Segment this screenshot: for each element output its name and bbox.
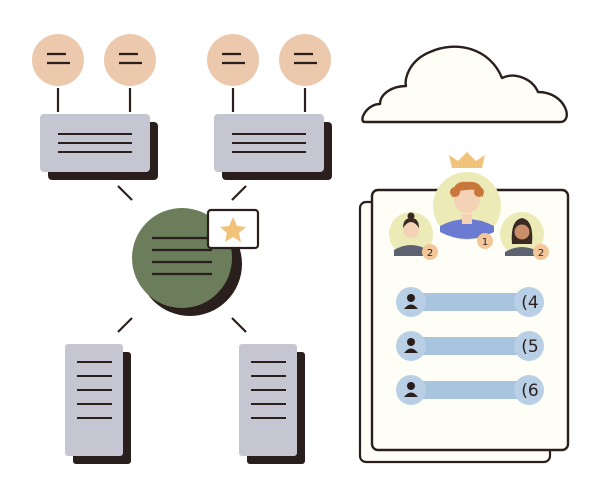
- message-card: [214, 114, 332, 180]
- connector-line: [231, 185, 247, 201]
- document-icon: [65, 344, 131, 464]
- winner-rank-badge: 1: [482, 237, 488, 248]
- cloud-icon: [361, 45, 568, 124]
- star-icon: [220, 217, 246, 242]
- leaderboard-row: (6: [396, 375, 544, 405]
- runner-up-rank-badge: 2: [427, 248, 433, 259]
- star-badge: [206, 208, 260, 250]
- leaderboard-row: (5: [396, 331, 544, 361]
- connector-line: [231, 317, 247, 333]
- crown-icon: [449, 152, 485, 168]
- document-icon: [239, 344, 305, 464]
- row-rank: (6: [521, 381, 538, 401]
- user-icon: [407, 338, 415, 346]
- message-card: [40, 114, 158, 180]
- runner-up-avatar-icon: 2: [500, 212, 549, 260]
- leaderboard-row: (4: [396, 287, 544, 317]
- runner-up-rank-badge: 2: [538, 248, 544, 259]
- user-node: [104, 34, 156, 86]
- user-node: [207, 34, 259, 86]
- runner-up-avatar-icon: 2: [389, 212, 438, 260]
- connector-line: [117, 317, 133, 333]
- user-icon: [407, 382, 415, 390]
- row-rank: (5: [521, 337, 538, 357]
- network-diagram: [56, 88, 307, 333]
- connector-line: [117, 185, 133, 201]
- user-node: [279, 34, 331, 86]
- user-node: [32, 34, 84, 86]
- winner-avatar-icon: 1: [433, 172, 501, 249]
- row-rank: (4: [521, 293, 538, 313]
- user-icon: [407, 294, 415, 302]
